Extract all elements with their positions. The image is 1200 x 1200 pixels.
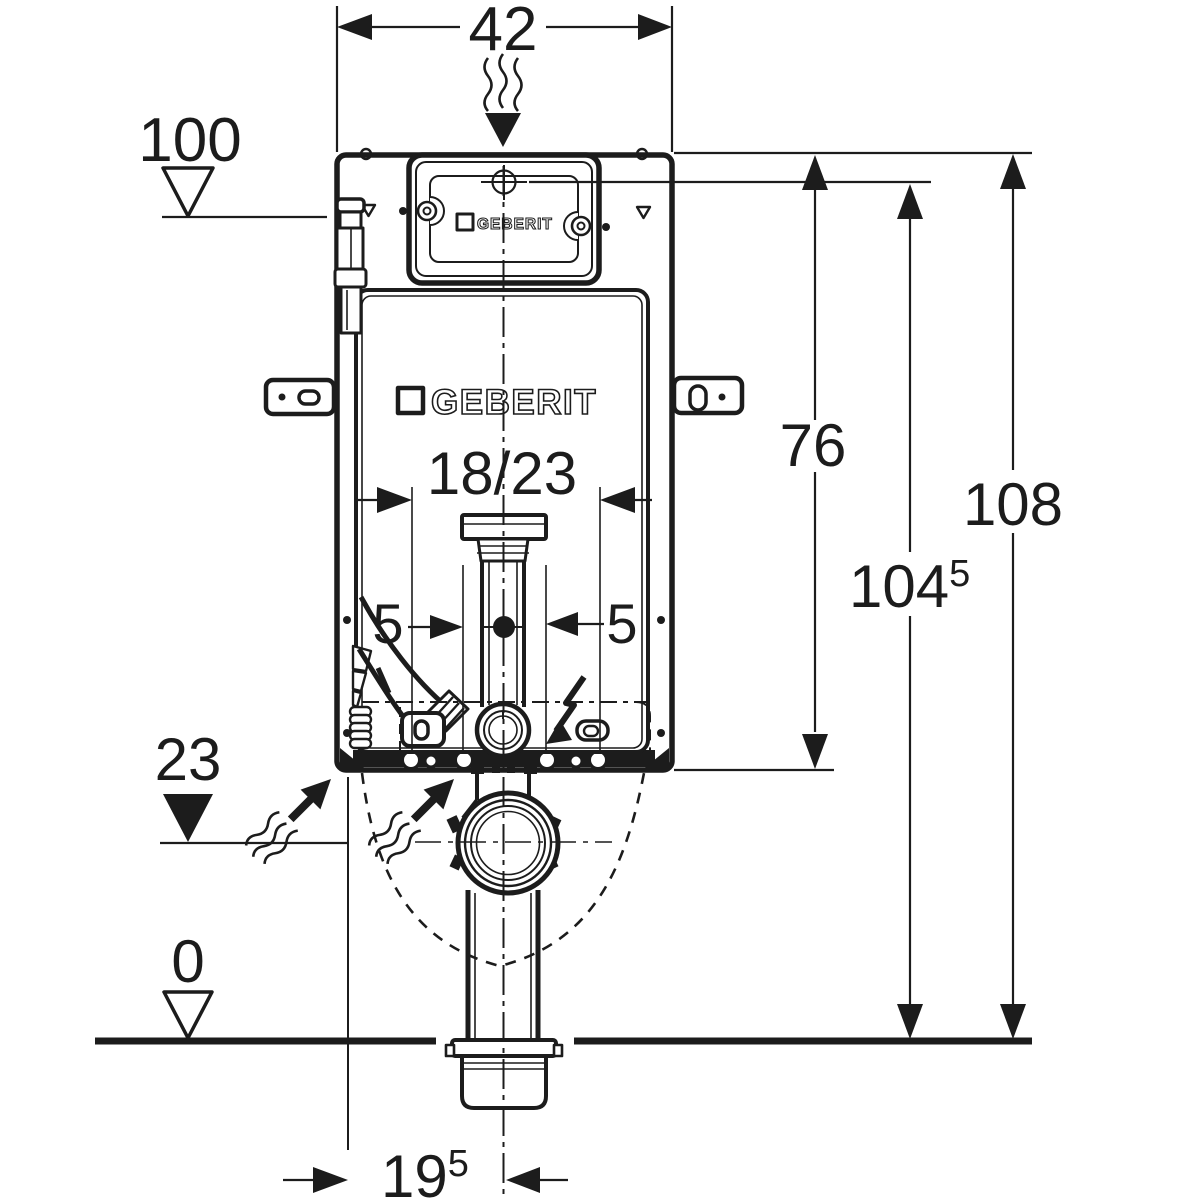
geberit-square-icon-small bbox=[455, 212, 475, 232]
drain-bend bbox=[455, 790, 561, 896]
dim-height-104-5: 1045 bbox=[849, 184, 970, 1039]
wall-bracket-right bbox=[671, 375, 745, 416]
dim-top-width: 42 bbox=[335, 0, 674, 152]
dim-19-sup: 5 bbox=[448, 1143, 469, 1185]
panel-screw-right bbox=[570, 215, 592, 237]
height-dimensions: 76 1045 108 bbox=[529, 151, 1063, 1039]
geberit-square-icon bbox=[395, 385, 426, 416]
panel-screw-left bbox=[416, 200, 438, 222]
svg-text:195: 195 bbox=[381, 1143, 469, 1200]
dim-height-108: 108 bbox=[963, 154, 1063, 1039]
dim-offset-left-label: 5 bbox=[372, 592, 403, 655]
drain-level-marker: 23 bbox=[155, 726, 612, 868]
floor-level-marker: 0 bbox=[95, 928, 1032, 1045]
level-23-label: 23 bbox=[155, 726, 222, 793]
airflow-arrow-icon bbox=[242, 768, 342, 868]
dim-104-label: 104 bbox=[849, 553, 949, 620]
level-0-label: 0 bbox=[171, 928, 204, 995]
access-panel: GEBERIT bbox=[360, 152, 652, 286]
drain-assembly bbox=[444, 768, 564, 1110]
stop-valve bbox=[333, 197, 368, 335]
dim-76-label: 76 bbox=[780, 412, 847, 479]
level-100-label: 100 bbox=[138, 106, 241, 175]
internal-assembly bbox=[348, 595, 610, 750]
dim-offset-right-label: 5 bbox=[606, 592, 637, 655]
dim-outlet-range-label: 18/23 bbox=[427, 440, 577, 507]
wall-bracket-left bbox=[263, 377, 337, 417]
dim-height-76: 76 bbox=[780, 155, 847, 769]
svg-text:1045: 1045 bbox=[849, 553, 970, 620]
supply-hose-outer bbox=[358, 595, 449, 709]
dim-19-label: 19 bbox=[381, 1143, 448, 1200]
level-triangle-filled-icon bbox=[163, 794, 213, 842]
dim-104-sup: 5 bbox=[949, 553, 970, 595]
level-mark-right-icon bbox=[635, 205, 652, 220]
water-inflow-icon bbox=[483, 53, 523, 147]
level-triangle-icon bbox=[161, 166, 215, 218]
dim-floor-offset: 195 bbox=[283, 777, 568, 1200]
ceramic-bowl-dashed bbox=[360, 772, 646, 968]
panel-logo: GEBERIT bbox=[477, 216, 553, 233]
dim-outlet-range: 18/23 bbox=[357, 440, 652, 750]
dim-top-width-label: 42 bbox=[469, 0, 538, 64]
level-triangle-icon bbox=[162, 990, 214, 1040]
electrical-flash-icon bbox=[553, 675, 587, 733]
dim-108-label: 108 bbox=[963, 471, 1063, 538]
dim-offsets: 5 5 bbox=[372, 565, 638, 750]
supply-level-marker: 100 bbox=[138, 106, 327, 219]
tank-logo: GEBERIT bbox=[431, 383, 597, 422]
